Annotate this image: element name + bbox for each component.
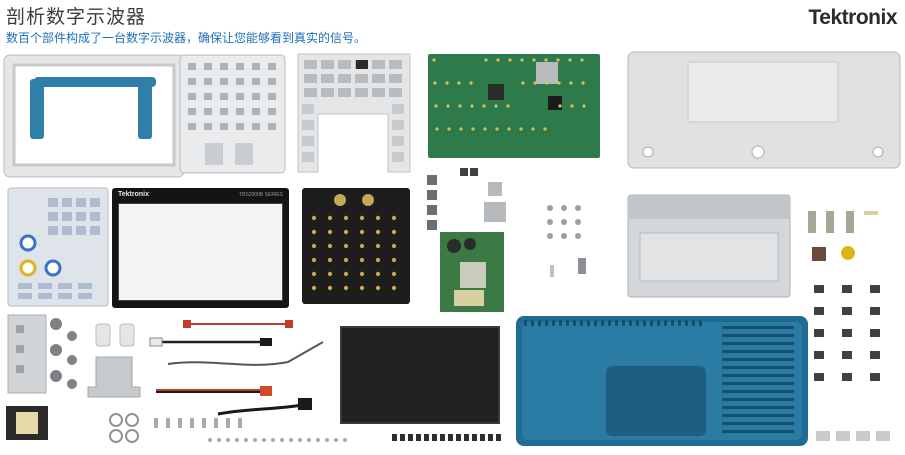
- handle-right-arm: [138, 79, 152, 139]
- lcd-panel: [340, 326, 500, 424]
- page-title: 剖析数字示波器: [6, 6, 147, 28]
- black-pcb: [302, 188, 410, 304]
- screws-group: [547, 205, 586, 277]
- front-panel-overlay: [7, 187, 109, 307]
- shield-pieces: [460, 168, 506, 222]
- metal-bracket: [627, 194, 791, 298]
- page-subtitle: 数百个部件构成了一台数字示波器，确保让您能够看到真实的信号。: [6, 31, 367, 45]
- rubber-keypad: [297, 53, 411, 173]
- small-components-right: [808, 211, 890, 441]
- bezel-series-label: TBS2000B SERIES: [239, 192, 283, 198]
- stand-bracket: [87, 356, 141, 398]
- knob-column: [427, 175, 437, 230]
- display-bezel: Tektronix TBS2000B SERIES: [112, 188, 289, 308]
- tiny-components-row: [392, 434, 501, 441]
- rear-chassis-plate: [627, 51, 901, 169]
- side-metal-bracket: [7, 314, 47, 394]
- wire-harnesses: [149, 320, 324, 416]
- bezel-brand-label: Tektronix: [118, 191, 149, 198]
- rubber-feet: [50, 318, 77, 389]
- front-panel-metal: [179, 54, 286, 174]
- blue-rear-case: [516, 316, 808, 446]
- power-supply-pcb: [440, 232, 504, 312]
- display-window: [118, 203, 283, 301]
- tektronix-logo: Tektronix: [808, 6, 898, 29]
- clips-and-springs: [109, 413, 347, 443]
- knob-caps: [95, 323, 135, 347]
- main-green-pcb: [428, 54, 600, 158]
- front-frame-with-handle: [3, 54, 185, 178]
- power-inlet: [6, 406, 48, 440]
- handle-bar: [34, 77, 156, 87]
- handle-left-arm: [30, 79, 44, 139]
